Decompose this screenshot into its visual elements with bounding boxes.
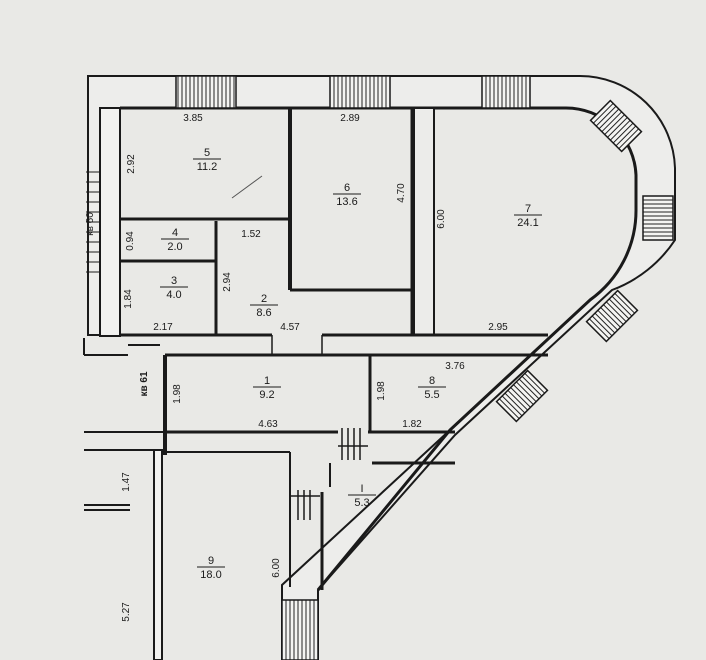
room-1-number: 1	[264, 375, 270, 387]
room-8-area: 5.5	[424, 389, 439, 401]
dim-3-76: 3.76	[445, 361, 465, 372]
dim-4-70: 4.70	[396, 183, 407, 203]
room-labels: 5 11.2 6 13.6 7 24.1 4 2.0 3 4.0 2 8.6 1 9.2 8 5.5I 5.3 9…	[160, 147, 542, 581]
room-5-area: 11.2	[197, 161, 218, 173]
dim-2-17: 2.17	[153, 322, 173, 333]
dim-1-52: 1.52	[241, 229, 261, 240]
room-6-area: 13.6	[336, 196, 357, 208]
stair-marks	[290, 428, 368, 520]
dim-6-00-a: 6.00	[436, 209, 447, 229]
outer-wall	[87, 75, 676, 660]
room-7-area: 24.1	[517, 217, 538, 229]
room-2-area: 8.6	[256, 307, 271, 319]
room-6-number: 6	[344, 182, 350, 194]
dim-5-27: 5.27	[121, 602, 132, 622]
dim-6-00-b: 6.00	[271, 558, 282, 578]
room-9-number: 9	[208, 555, 214, 567]
window-bay-3	[585, 289, 639, 343]
room-9-area: 18.0	[200, 569, 221, 581]
window-bay-2	[642, 195, 674, 241]
inner-outline	[120, 106, 638, 591]
room-4-number: 4	[172, 227, 178, 239]
room-I-number: I	[360, 483, 363, 495]
dim-3-85: 3.85	[183, 113, 203, 124]
dim-2-95: 2.95	[488, 322, 508, 333]
dim-4-57: 4.57	[280, 322, 300, 333]
dim-0-94: 0.94	[125, 231, 136, 251]
divider-line	[231, 175, 263, 199]
dim-2-94: 2.94	[222, 272, 233, 292]
neighbour-walls	[83, 338, 291, 660]
room-4-area: 2.0	[167, 241, 182, 253]
room-1-area: 9.2	[259, 389, 274, 401]
dim-1-98-a: 1.98	[172, 384, 183, 404]
window-bottom	[281, 599, 319, 660]
dimension-labels: 3.85 2.89 2.92 4.70 6.00 0.94 1.52 2.94 …	[121, 113, 508, 622]
window-bay-4	[495, 369, 549, 423]
room-3-number: 3	[171, 275, 177, 287]
dim-1-84: 1.84	[123, 289, 134, 309]
side-marks: кв 61 кв 60	[85, 212, 150, 397]
room-I-area: 5.3	[354, 497, 369, 509]
dim-1-82: 1.82	[402, 419, 422, 430]
apartment-mark-61: кв 61	[139, 371, 150, 396]
room-5-number: 5	[204, 147, 210, 159]
dim-4-63: 4.63	[258, 419, 278, 430]
room-7-number: 7	[525, 203, 531, 215]
window-bay-1	[589, 99, 643, 153]
dim-1-98-b: 1.98	[376, 381, 387, 401]
interior-walls	[120, 107, 548, 590]
dim-2-92: 2.92	[126, 154, 137, 174]
left-wall	[99, 107, 121, 337]
dim-1-47: 1.47	[121, 472, 132, 492]
room-2-number: 2	[261, 293, 267, 305]
room-3-area: 4.0	[166, 289, 181, 301]
window-top-1	[175, 75, 237, 109]
left-wall-ticks	[86, 171, 100, 273]
window-top-3	[481, 75, 531, 109]
apartment-mark-60: кв 60	[85, 212, 96, 236]
dim-2-89: 2.89	[340, 113, 360, 124]
room-8-number: 8	[429, 375, 435, 387]
window-top-2	[329, 75, 391, 109]
